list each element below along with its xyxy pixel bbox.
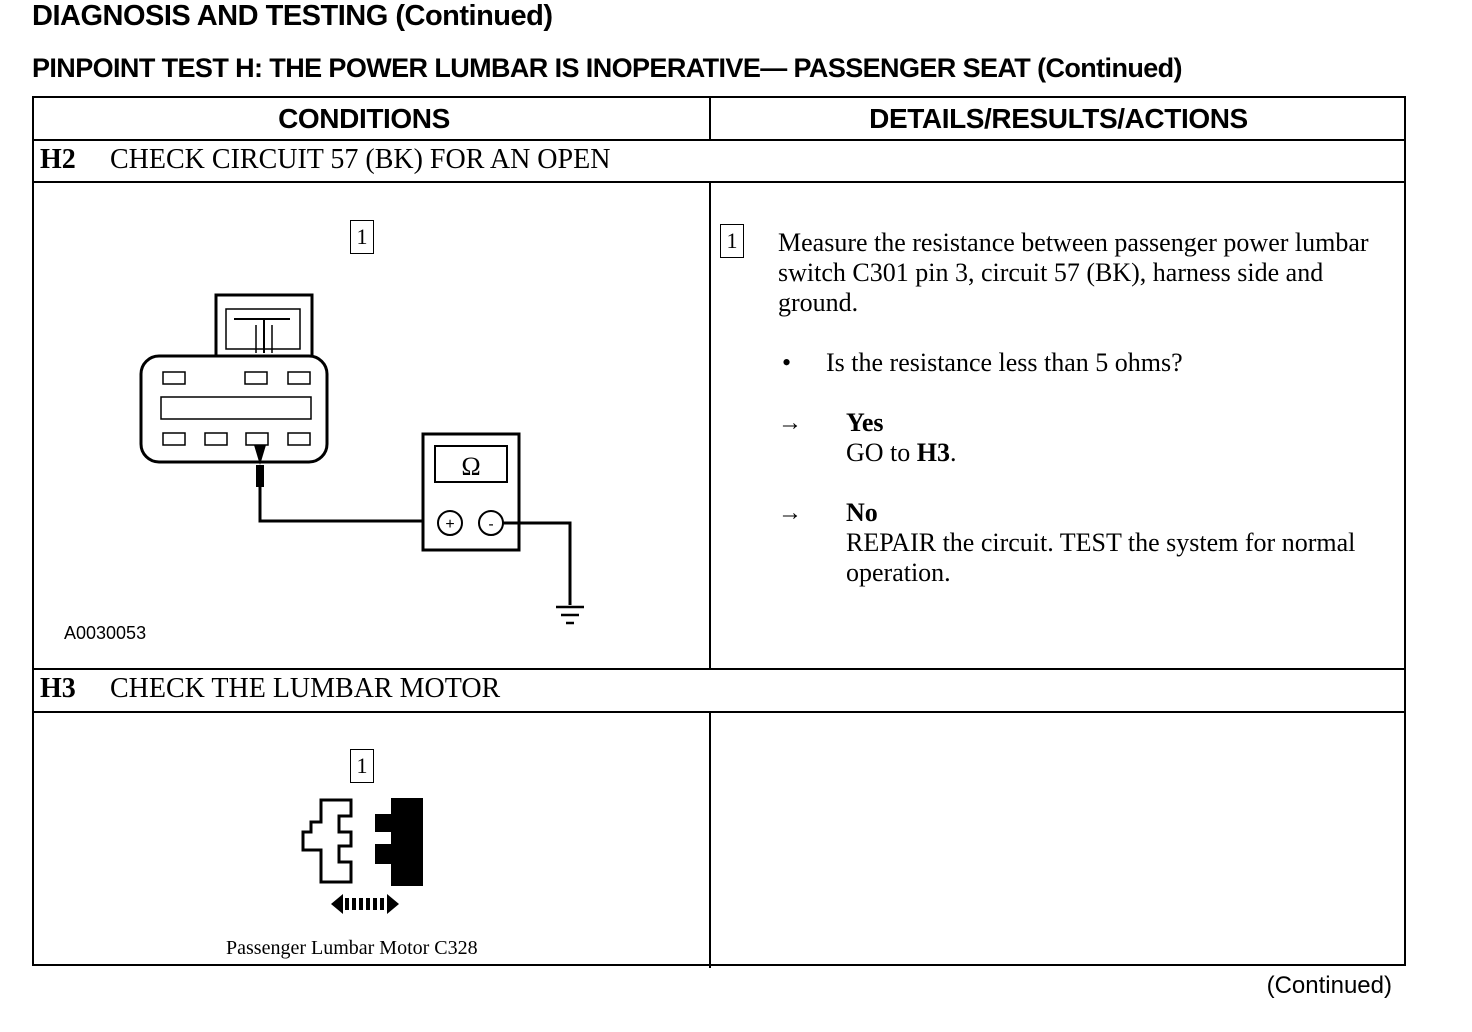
row-divider xyxy=(34,181,1404,183)
yes-label: Yes xyxy=(846,408,884,437)
step-h2-title: CHECK CIRCUIT 57 (BK) FOR AN OPEN xyxy=(110,144,611,175)
h2-figure-step-marker: 1 xyxy=(350,220,374,254)
h3-figure-step-marker: 1 xyxy=(350,749,374,783)
double-arrow-icon xyxy=(331,894,399,914)
meter-plus-label: + xyxy=(445,516,454,533)
test-lead-wire xyxy=(258,485,430,523)
step-h3-title: CHECK THE LUMBAR MOTOR xyxy=(110,673,501,704)
step-h3-header: H3 CHECK THE LUMBAR MOTOR xyxy=(40,673,500,705)
arrow-right-icon: → xyxy=(778,500,802,526)
connector-plug-icon xyxy=(301,798,353,884)
column-divider xyxy=(709,98,711,140)
meter-minus-label: - xyxy=(488,516,493,533)
lumbar-motor-caption: Passenger Lumbar Motor C328 xyxy=(226,937,478,959)
ground-lead-wire xyxy=(503,521,572,605)
no-action: REPAIR the circuit. TEST the system for … xyxy=(846,528,1356,587)
lumbar-motor-connector-diagram xyxy=(301,798,423,914)
ohmmeter-connector-diagram: Ω + - xyxy=(139,293,584,625)
column-divider xyxy=(709,181,711,668)
column-header-conditions: CONDITIONS xyxy=(278,103,450,134)
probe-icon xyxy=(254,445,266,487)
ground-icon xyxy=(556,605,584,625)
pinpoint-test-title: PINPOINT TEST H: THE POWER LUMBAR IS INO… xyxy=(32,53,1183,83)
yes-action-text: GO to xyxy=(846,438,917,467)
h2-instruction: Measure the resistance between passenger… xyxy=(778,228,1369,317)
column-divider xyxy=(709,711,711,968)
row-divider xyxy=(34,668,1404,670)
step-h3-id: H3 xyxy=(40,673,76,704)
yes-action: GO to H3. xyxy=(846,438,1406,468)
section-title: DIAGNOSIS AND TESTING (Continued) xyxy=(32,0,553,32)
continued-footer: (Continued) xyxy=(1266,972,1392,999)
h2-question: • Is the resistance less than 5 ohms? xyxy=(782,348,1386,378)
yes-action-suffix: . xyxy=(950,438,957,467)
no-label: No xyxy=(846,498,878,527)
goto-h3-link[interactable]: H3 xyxy=(916,438,951,467)
h2-yes-response: → Yes GO to H3. xyxy=(778,408,1406,468)
connector-c301-icon xyxy=(139,354,329,464)
row-divider xyxy=(34,711,1404,713)
motor-connector-icon xyxy=(375,798,423,886)
arrow-right-icon: → xyxy=(778,410,802,436)
h2-no-response: → No REPAIR the circuit. TEST the system… xyxy=(778,498,1406,588)
ohmmeter-icon xyxy=(421,432,521,552)
ohm-symbol: Ω xyxy=(461,452,480,481)
column-header-details: DETAILS/RESULTS/ACTIONS xyxy=(869,103,1248,134)
row-divider xyxy=(34,139,1404,141)
h2-detail-step-marker: 1 xyxy=(720,224,744,258)
step-h2-id: H2 xyxy=(40,144,76,175)
figure-id-label: A0030053 xyxy=(64,623,147,643)
connector-latch-icon xyxy=(214,293,314,359)
h2-question-text: Is the resistance less than 5 ohms? xyxy=(826,348,1183,377)
step-h2-header: H2 CHECK CIRCUIT 57 (BK) FOR AN OPEN xyxy=(40,144,610,176)
bullet-icon: • xyxy=(782,348,792,377)
